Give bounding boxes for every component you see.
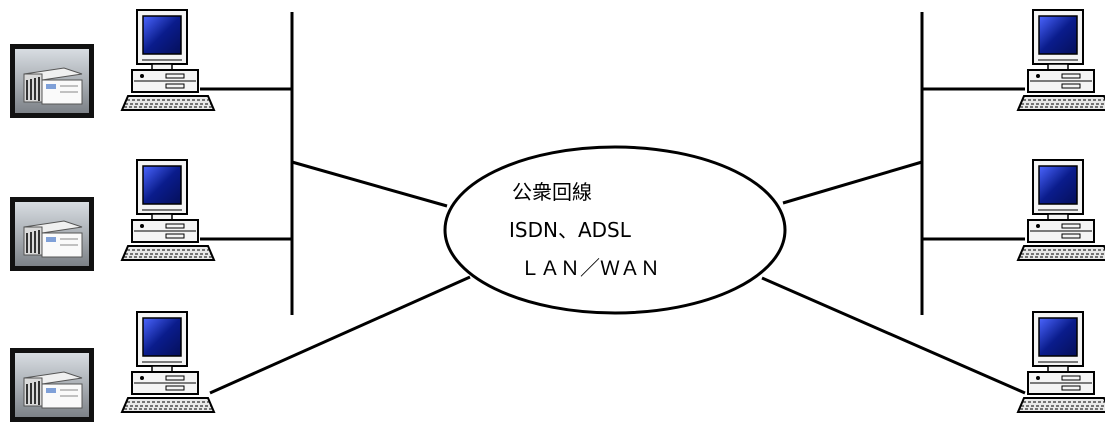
computer-icon-left-2 [121,159,215,261]
network-label-public-line: 公衆回線 [512,180,592,204]
computer-icon-left-1 [121,9,215,111]
computer-icon-right-2 [1017,159,1105,261]
network-label-isdn-adsl: ISDN、ADSL [509,218,631,242]
right-bus-to-cloud [782,160,923,205]
controller-image-3 [9,347,95,423]
controller-image-2 [9,196,95,272]
left-pc3-to-cloud [209,275,471,395]
controller-image-1 [9,43,95,119]
computer-icon-left-3 [121,311,215,413]
network-cloud [443,145,787,315]
left-bus-to-cloud [291,160,448,208]
computer-icon-right-3 [1017,311,1105,413]
computer-icon-right-1 [1017,9,1105,111]
network-label-lan-wan: ＬＡＮ／ＷＡＮ [520,256,660,280]
right-pc3-to-cloud [761,276,1026,395]
connection-lines [200,12,1026,395]
